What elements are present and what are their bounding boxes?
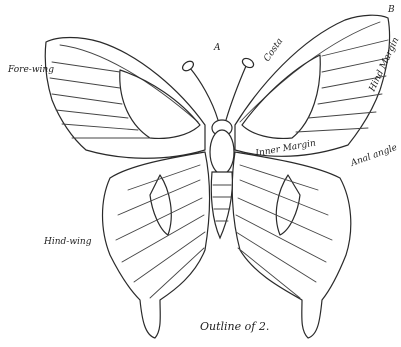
abdomen (211, 172, 232, 238)
thorax (210, 130, 234, 174)
right-fore-wing (235, 15, 390, 156)
butterfly-body (210, 120, 234, 238)
left-fore-wing (45, 38, 205, 159)
right-hind-wing (232, 152, 351, 338)
left-hind-wing (103, 152, 210, 338)
figure-caption: Outline of 2. (200, 320, 269, 333)
label-hind-wing: Hind-wing (43, 237, 92, 247)
label-hind-margin: Hind Margin (367, 36, 401, 94)
label-letter-b: B (387, 5, 395, 15)
label-letter-a: A (213, 43, 221, 53)
label-anal-angle: Anal angle (349, 143, 399, 169)
label-costa: Costa (262, 37, 285, 64)
label-fore-wing: Fore-wing (7, 65, 54, 75)
